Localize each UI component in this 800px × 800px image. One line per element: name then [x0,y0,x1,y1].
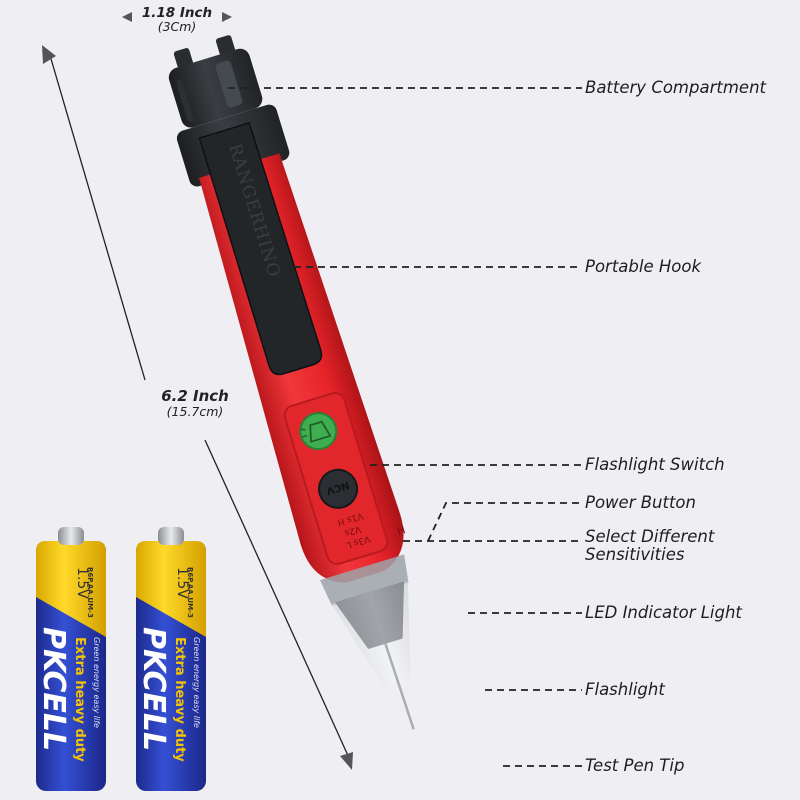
callout-battery-compartment: Battery Compartment [585,78,766,97]
length-dimension-label: 6.2 Inch (15.7cm) [140,387,250,419]
svg-text:PKCELL: PKCELL [136,627,171,751]
length-value: 6.2 Inch [161,387,229,405]
battery-2: R6P.AA.UM-3 1.5V PKCELL Extra heavy duty… [136,527,206,791]
svg-text:1.5V: 1.5V [174,567,190,599]
flashlight-icon [309,420,332,443]
svg-text:PKCELL: PKCELL [36,627,71,751]
width-value: 1.18 Inch [141,5,213,21]
callout-leaders [228,87,582,767]
callout-led-indicator: LED Indicator Light [585,603,742,622]
svg-text:V2s: V2s [343,523,362,537]
led-indicator-ring [319,554,409,606]
battery-cap [168,35,263,128]
width-metric: (3Cm) [157,19,197,35]
flashlight-switch-button[interactable] [296,409,341,454]
width-dimension-label: 1.18 Inch (3Cm) [112,6,242,33]
svg-text:Extra heavy duty: Extra heavy duty [72,637,87,762]
svg-text:Green energy easy life: Green energy easy life [192,637,201,728]
callout-select-sensitivities: Select Different Sensitivities [585,527,715,564]
callout-flashlight-switch: Flashlight Switch [585,455,725,474]
voltage-tester-pen: RANGERHINO NCV V3s L V2s V1s H H [168,35,415,730]
svg-text:R6P.AA.UM-3: R6P.AA.UM-3 [86,567,94,618]
svg-text:Green energy easy life: Green energy easy life [92,637,101,728]
callout-portable-hook: Portable Hook [585,257,702,276]
callout-test-pen-tip: Test Pen Tip [585,756,685,775]
width-dimension-arrows [122,12,232,22]
callout-power-button: Power Button [585,493,696,512]
battery-1: R6P.AA.UM-3 1.5V PKCELL Extra heavy duty… [36,527,106,791]
svg-text:Extra heavy duty: Extra heavy duty [172,637,187,762]
length-metric: (15.7cm) [166,403,224,419]
test-pen-tip [384,643,415,730]
side-mark: H [395,523,407,538]
callout-flashlight: Flashlight [585,680,665,699]
svg-text:1.5V: 1.5V [74,567,90,599]
power-button[interactable]: NCV [314,465,361,512]
length-dimension-line [42,45,353,770]
svg-text:R6P.AA.UM-3: R6P.AA.UM-3 [186,567,194,618]
